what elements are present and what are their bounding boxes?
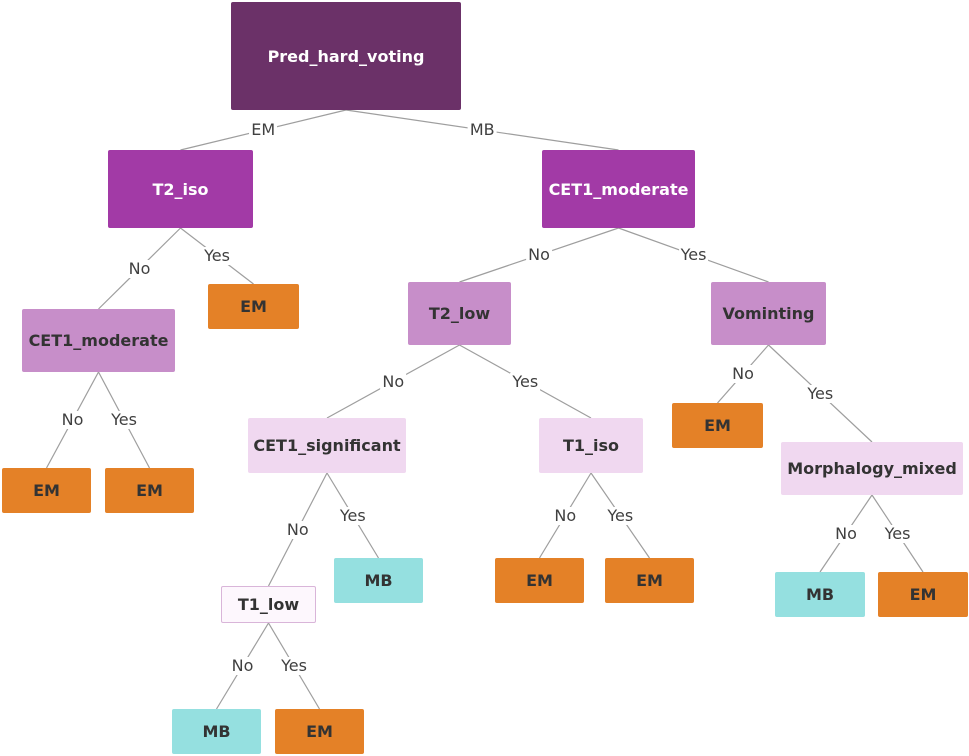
leaf-node-mb: MB [334, 558, 423, 603]
leaf-node-em: EM [672, 403, 763, 448]
leaf-node-em: EM [275, 709, 364, 754]
edge-label-yes: Yes [337, 505, 368, 525]
split-node: Vominting [711, 282, 826, 345]
split-node: T1_iso [539, 418, 643, 473]
leaf-node-em: EM [2, 468, 91, 513]
split-node: CET1_moderate [22, 309, 175, 372]
edge-label-no: No [126, 258, 153, 278]
edge-label-no: No [552, 505, 579, 525]
leaf-node-em: EM [605, 558, 694, 603]
edge-label-yes: Yes [510, 371, 541, 391]
edge-label-no: No [59, 410, 86, 429]
split-node: Morphalogy_mixed [781, 442, 963, 495]
leaf-node-em: EM [208, 284, 299, 329]
leaf-node-em: EM [878, 572, 968, 617]
edge-label-em: EM [249, 120, 278, 139]
split-node: T2_iso [108, 150, 253, 228]
leaf-node-mb: MB [775, 572, 865, 617]
split-node: T1_low [221, 586, 316, 623]
edge-label-no: No [730, 364, 756, 383]
edge-label-mb: MB [467, 120, 497, 139]
edge-label-no: No [284, 519, 311, 539]
edge-label-yes: Yes [678, 245, 709, 264]
leaf-node-mb: MB [172, 709, 261, 754]
edge-label-no: No [380, 371, 407, 391]
edge-label-yes: Yes [279, 656, 309, 675]
split-node: CET1_moderate [542, 150, 695, 228]
split-node: CET1_significant [248, 418, 406, 473]
leaf-node-em: EM [105, 468, 194, 513]
edge-label-yes: Yes [109, 410, 139, 429]
edge-label-yes: Yes [605, 505, 636, 525]
leaf-node-em: EM [495, 558, 584, 603]
split-node: T2_low [408, 282, 511, 345]
edge-label-no: No [229, 656, 256, 675]
edge-label-yes: Yes [805, 383, 836, 403]
edge-label-no: No [833, 523, 859, 543]
edge-label-yes: Yes [882, 523, 913, 543]
edge-label-yes: Yes [202, 246, 232, 265]
root-node: Pred_hard_voting [231, 2, 461, 110]
edge-label-no: No [526, 245, 552, 264]
